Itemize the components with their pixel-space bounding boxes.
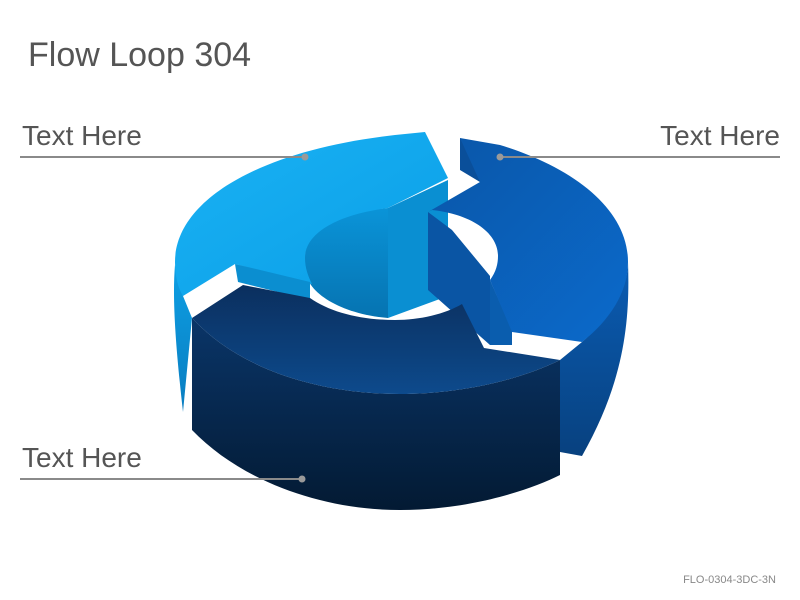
leader-dot-bottom-left (298, 475, 306, 483)
segment-dark-top (192, 285, 560, 394)
callout-top-right: Text Here (660, 120, 780, 151)
leader-lines (20, 153, 780, 483)
callout-top-left: Text Here (22, 120, 142, 151)
segment-mid-arrow-tip (460, 138, 480, 182)
leader-dot-top-right (496, 153, 504, 161)
segment-light-inner-wall (305, 208, 388, 318)
segment-light-end-wall (235, 264, 310, 300)
segment-dark-navy (192, 285, 560, 510)
leader-dot-top-left (301, 153, 309, 161)
segment-dark-side (192, 318, 560, 510)
segment-light-blue (173, 132, 448, 412)
page-title: Flow Loop 304 (28, 36, 252, 74)
segment-mid-blue (428, 138, 629, 456)
segment-mid-inner-face-2 (490, 280, 512, 345)
segment-mid-inner-face (428, 212, 490, 345)
segment-light-side (173, 265, 192, 412)
segment-mid-top (428, 138, 628, 342)
callout-bottom-left: Text Here (22, 442, 142, 473)
slide-code: FLO-0304-3DC-3N (683, 574, 776, 586)
segment-light-top (175, 132, 448, 296)
